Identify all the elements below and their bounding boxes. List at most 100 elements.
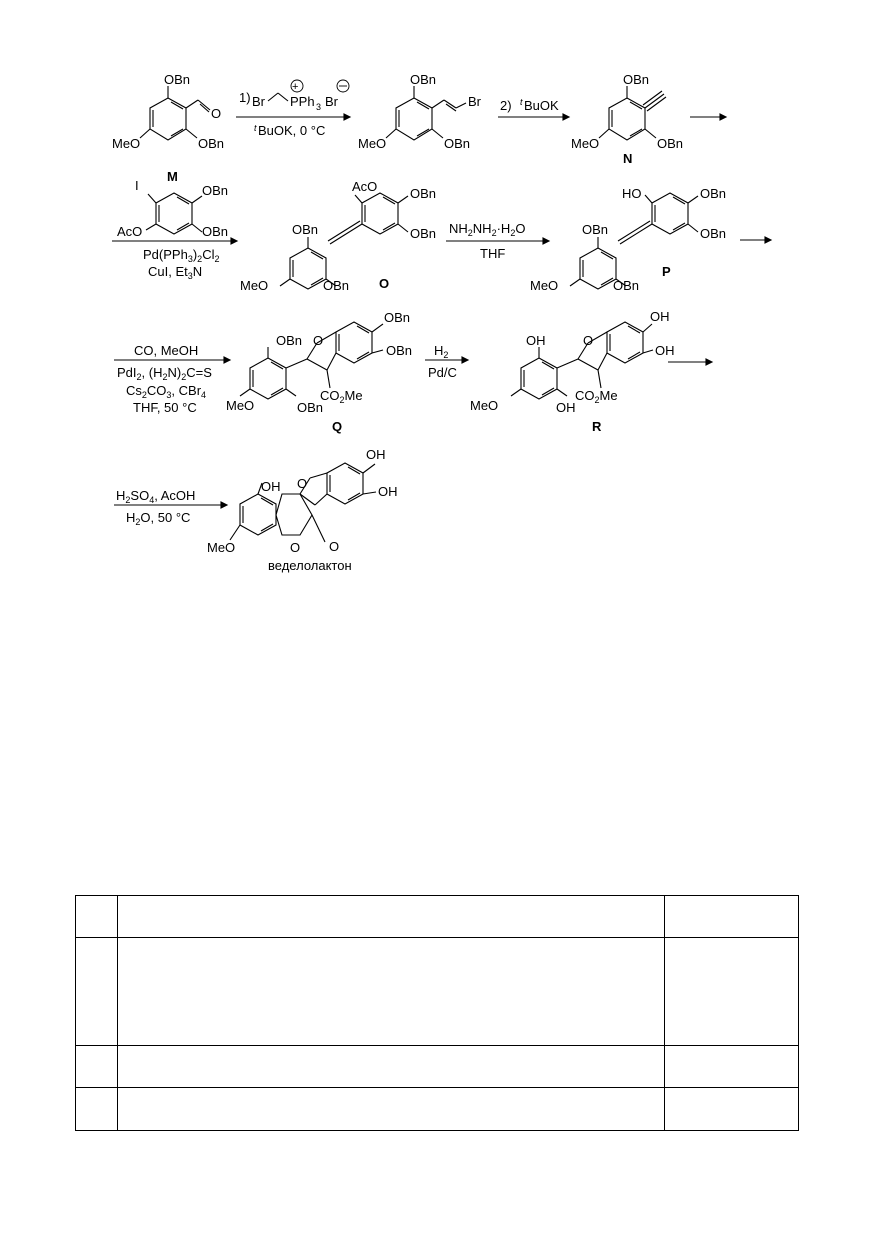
product-name: веделолактон [268, 558, 352, 573]
svg-text:OBn: OBn [323, 278, 349, 293]
table-row [75, 1045, 799, 1088]
svg-text:MeO: MeO [470, 398, 498, 413]
svg-text:3: 3 [316, 102, 321, 112]
svg-text:H2O, 50 °C: H2O, 50 °C [126, 510, 190, 527]
svg-text:AcO: AcO [117, 224, 142, 239]
svg-text:OBn: OBn [444, 136, 470, 151]
svg-text:NH2NH2·H2O: NH2NH2·H2O [449, 221, 525, 238]
svg-text:MeO: MeO [530, 278, 558, 293]
svg-text:OBn: OBn [202, 183, 228, 198]
reaction-scheme: OBn MeO OBn O M 1) Br PPh 3 Br + t BuOK,… [112, 72, 773, 573]
compound-R: OH O OH OH MeO OH CO2Me R [470, 309, 675, 434]
svg-text:MeO: MeO [571, 136, 599, 151]
svg-text:PdI2, (H2N)2C=S: PdI2, (H2N)2C=S [117, 365, 212, 382]
compound-aryl-iodide: I OBn AcO OBn [117, 178, 228, 239]
svg-text:MeO: MeO [207, 540, 235, 555]
svg-text:OBn: OBn [623, 72, 649, 87]
svg-text:O: O [329, 539, 339, 554]
svg-text:OBn: OBn [384, 310, 410, 325]
svg-text:OBn: OBn [297, 400, 323, 415]
svg-text:OBn: OBn [410, 186, 436, 201]
svg-text:AcO: AcO [352, 179, 377, 194]
reaction-arrow-2b [690, 113, 728, 121]
reagent: Br [252, 94, 266, 109]
svg-text:OBn: OBn [202, 224, 228, 239]
table-cell [664, 937, 799, 1046]
svg-text:OBn: OBn [386, 343, 412, 358]
svg-text:OBn: OBn [700, 226, 726, 241]
table-row [75, 1087, 799, 1131]
svg-text:CO2Me: CO2Me [575, 388, 618, 405]
svg-text:OH: OH [556, 400, 576, 415]
compound-N: OBn MeO OBn N [571, 72, 683, 166]
compound-P: HO OBn OBn OBn MeO OBn P [530, 186, 726, 293]
svg-text:CO2Me: CO2Me [320, 388, 363, 405]
svg-text:OBn: OBn [292, 222, 318, 237]
svg-text:2): 2) [500, 98, 512, 113]
svg-text:N: N [623, 151, 632, 166]
svg-text:I: I [135, 178, 139, 193]
reagent: BuOK, 0 °C [258, 123, 325, 138]
substituent: OBn [164, 72, 190, 87]
svg-text:H2SO4, AcOH: H2SO4, AcOH [116, 488, 195, 505]
svg-text:H2: H2 [434, 343, 448, 360]
reaction-arrow-6: H2 Pd/C [425, 343, 470, 380]
table-cell [664, 1087, 799, 1131]
svg-text:OBn: OBn [276, 333, 302, 348]
table-cell [117, 895, 665, 938]
svg-text:Pd/C: Pd/C [428, 365, 457, 380]
svg-text:OH: OH [526, 333, 546, 348]
reagent: Br [325, 94, 339, 109]
svg-text:HO: HO [622, 186, 642, 201]
reaction-arrow-6b [668, 358, 714, 366]
svg-text:OH: OH [655, 343, 675, 358]
svg-text:O: O [379, 276, 389, 291]
svg-text:t: t [520, 97, 523, 107]
substituent: OBn [198, 136, 224, 151]
svg-text:THF, 50 °C: THF, 50 °C [133, 400, 197, 415]
table-cell [75, 1087, 118, 1131]
svg-text:BuOK: BuOK [524, 98, 559, 113]
svg-text:OBn: OBn [410, 226, 436, 241]
svg-text:Br: Br [468, 94, 482, 109]
table-cell [664, 895, 799, 938]
svg-text:O: O [313, 333, 323, 348]
svg-text:THF: THF [480, 246, 505, 261]
svg-text:Cs2CO3, CBr4: Cs2CO3, CBr4 [126, 383, 206, 400]
reaction-arrow-7: H2SO4, AcOH H2O, 50 °C [114, 488, 229, 527]
reagent: PPh [290, 94, 315, 109]
svg-text:OH: OH [650, 309, 670, 324]
table-cell [117, 1087, 665, 1131]
svg-text:MeO: MeO [240, 278, 268, 293]
svg-text:MeO: MeO [226, 398, 254, 413]
reaction-arrow-1: 1) Br PPh 3 Br + t BuOK, 0 °C [236, 79, 352, 138]
reaction-arrow-4: NH2NH2·H2O THF [446, 221, 551, 261]
svg-text:O: O [583, 333, 593, 348]
svg-text:t: t [254, 123, 257, 133]
svg-text:MeO: MeO [358, 136, 386, 151]
table-row [75, 895, 799, 938]
reaction-arrow-4b [740, 236, 773, 244]
svg-text:O: O [297, 476, 307, 491]
substituent: O [211, 106, 221, 121]
svg-text:CuI, Et3N: CuI, Et3N [148, 264, 202, 281]
svg-text:CO, MeOH: CO, MeOH [134, 343, 198, 358]
svg-text:Q: Q [332, 419, 342, 434]
svg-text:OBn: OBn [582, 222, 608, 237]
table-cell [117, 1045, 665, 1088]
svg-text:OBn: OBn [700, 186, 726, 201]
compound-label: M [167, 169, 178, 184]
svg-text:P: P [662, 264, 671, 279]
compound-vinyl-bromide: OBn MeO OBn Br [358, 72, 482, 151]
table-cell [75, 895, 118, 938]
table-cell [664, 1045, 799, 1088]
table-row [75, 937, 799, 1046]
svg-text:+: + [292, 81, 298, 93]
compound-Q: OBn O OBn OBn MeO OBn CO2Me Q [226, 310, 412, 434]
table-cell [117, 937, 665, 1046]
svg-text:OH: OH [378, 484, 398, 499]
reaction-arrow-3: Pd(PPh3)2Cl2 CuI, Et3N [112, 237, 239, 281]
svg-text:OBn: OBn [410, 72, 436, 87]
compound-O: AcO OBn OBn OBn MeO OBn O [240, 179, 436, 293]
svg-text:R: R [592, 419, 602, 434]
